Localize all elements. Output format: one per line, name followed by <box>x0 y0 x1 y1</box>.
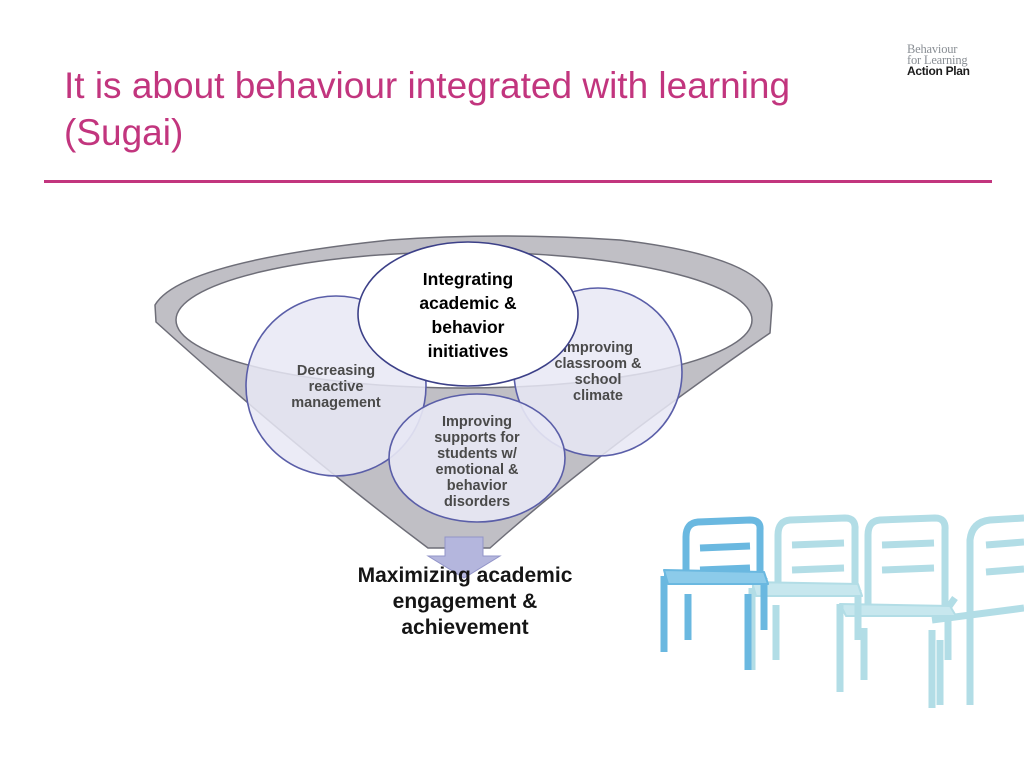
title-divider <box>44 180 992 183</box>
circle-integrating-initiatives: Integrating academic & behavior initiati… <box>357 241 579 387</box>
outcome-line-1: Maximizing academic <box>357 564 573 587</box>
chair-seat <box>663 569 769 585</box>
chair-icon <box>660 516 768 670</box>
title-line-2: (Sugai) <box>64 112 184 153</box>
outcome-line-3: achievement <box>401 616 529 639</box>
circle-center-line-1: Integrating <box>423 269 513 289</box>
outcome-line-2: engagement & <box>392 590 538 613</box>
down-arrow-icon <box>426 536 502 579</box>
outcome-label: Maximizing academic engagement & achieve… <box>290 563 640 641</box>
circle-center-line-3: behavior <box>432 317 505 337</box>
slide-title: It is about behaviour integrated with le… <box>64 62 884 156</box>
chairs-illustration <box>660 514 1024 708</box>
circle-improving-supports: Improving supports for students w/ emoti… <box>388 393 566 523</box>
circle-left-line-1: Decreasing <box>297 363 375 379</box>
circle-right-line-1: Improving <box>563 340 633 356</box>
circle-center-line-2: academic & <box>419 293 517 313</box>
circle-bottom-line-4: emotional & <box>436 462 520 478</box>
circle-right-line-2: classroom & <box>554 356 642 372</box>
circle-left-line-2: reactive <box>309 379 364 395</box>
chair-seat <box>751 581 863 597</box>
circle-right-line-4: climate <box>573 388 623 404</box>
circle-bottom-line-1: Improving <box>442 414 512 430</box>
circle-bottom-line-6: disorders <box>444 494 510 510</box>
logo-line-2: for Learning <box>907 53 968 67</box>
chair-seat <box>839 603 957 617</box>
logo-line-3: Action Plan <box>907 64 970 78</box>
circle-bottom-line-2: supports for <box>434 430 520 446</box>
behaviour-for-learning-logo: Behaviour for Learning Action Plan <box>907 42 997 78</box>
circle-left-line-3: management <box>291 395 381 411</box>
circle-bottom-line-5: behavior <box>447 478 508 494</box>
circle-right-line-3: school <box>575 372 622 388</box>
chair-icon <box>748 514 862 692</box>
circle-bottom-line-3: students w/ <box>437 446 517 462</box>
title-line-1: It is about behaviour integrated with le… <box>64 65 791 106</box>
logo-line-1: Behaviour <box>907 42 958 56</box>
circle-center-line-4: initiatives <box>428 341 509 361</box>
